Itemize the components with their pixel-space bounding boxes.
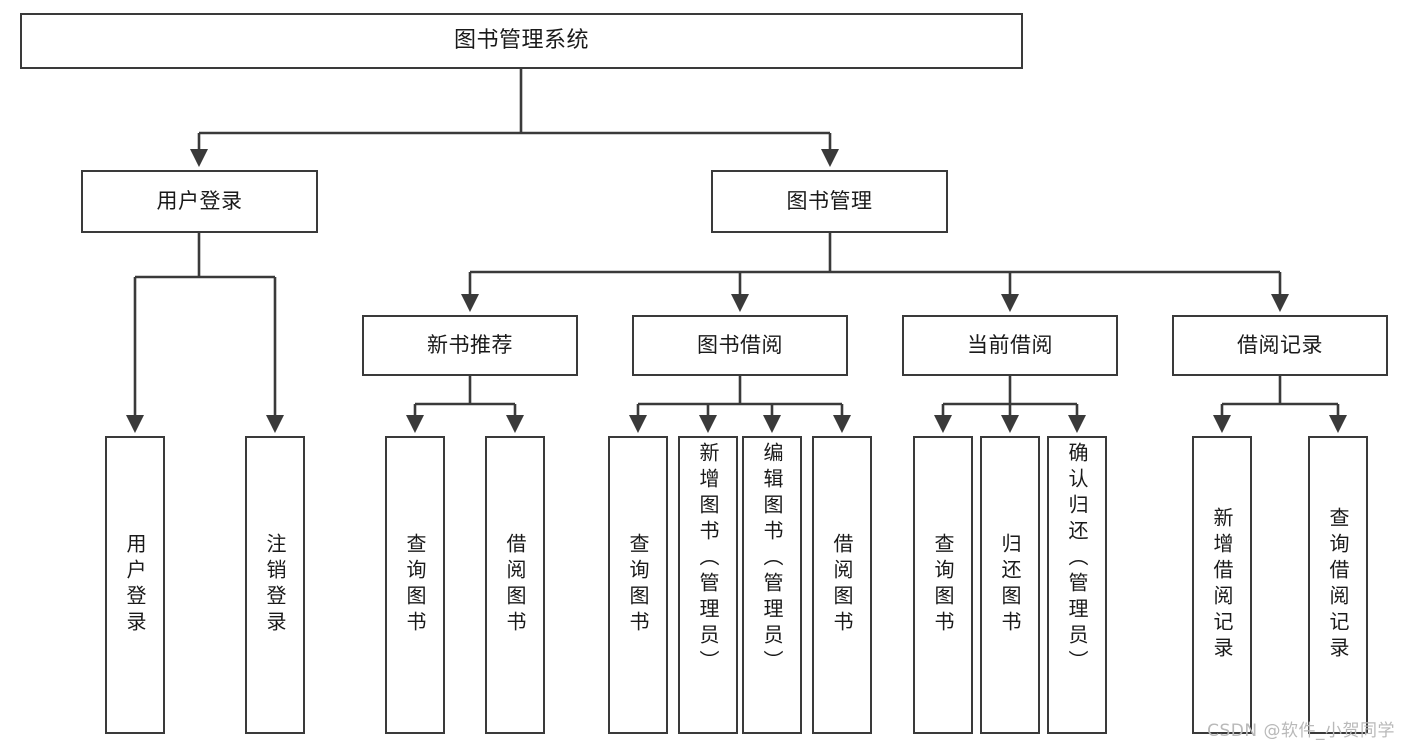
node-label: 图书借阅: [697, 333, 783, 358]
node-label: 查询图书: [626, 533, 650, 637]
node-user-login[interactable]: 用户登录: [81, 170, 318, 233]
node-label: 当前借阅: [967, 333, 1053, 358]
node-label: 借阅图书: [830, 533, 854, 637]
node-label: 编辑图书（管理员）: [760, 442, 784, 676]
node-label: 借阅图书: [503, 533, 527, 637]
leaf-query-book-borrow[interactable]: 查询图书: [608, 436, 668, 734]
node-label: 借阅记录: [1237, 333, 1323, 358]
node-new-book-recommend[interactable]: 新书推荐: [362, 315, 578, 376]
node-label: 新书推荐: [427, 333, 513, 358]
leaf-borrow-book-recommend[interactable]: 借阅图书: [485, 436, 545, 734]
node-label: 归还图书: [998, 533, 1022, 637]
leaf-query-book-current[interactable]: 查询图书: [913, 436, 973, 734]
node-label: 图书管理: [786, 189, 873, 214]
node-label: 图书管理系统: [453, 28, 589, 54]
node-label: 查询图书: [403, 533, 427, 637]
node-root-book-management-system[interactable]: 图书管理系统: [20, 13, 1023, 69]
leaf-logout-login[interactable]: 注销登录: [245, 436, 305, 734]
leaf-edit-book-admin[interactable]: 编辑图书（管理员）: [742, 436, 802, 734]
leaf-query-book-recommend[interactable]: 查询图书: [385, 436, 445, 734]
node-label: 查询图书: [931, 533, 955, 637]
node-label: 确认归还（管理员）: [1065, 442, 1089, 676]
leaf-return-book[interactable]: 归还图书: [980, 436, 1040, 734]
node-book-manage[interactable]: 图书管理: [711, 170, 948, 233]
node-label: 用户登录: [123, 533, 147, 637]
node-book-borrow[interactable]: 图书借阅: [632, 315, 848, 376]
leaf-query-borrow-record[interactable]: 查询借阅记录: [1308, 436, 1368, 734]
node-borrow-record[interactable]: 借阅记录: [1172, 315, 1388, 376]
node-label: 用户登录: [156, 189, 243, 214]
leaf-borrow-book-borrow[interactable]: 借阅图书: [812, 436, 872, 734]
node-label: 新增借阅记录: [1210, 507, 1234, 663]
node-label: 注销登录: [263, 533, 287, 637]
leaf-user-login[interactable]: 用户登录: [105, 436, 165, 734]
leaf-add-book-admin[interactable]: 新增图书（管理员）: [678, 436, 738, 734]
node-current-borrow[interactable]: 当前借阅: [902, 315, 1118, 376]
node-label: 新增图书（管理员）: [696, 442, 720, 676]
csdn-watermark: CSDN @软件_小贺同学: [1207, 721, 1395, 741]
leaf-confirm-return-admin[interactable]: 确认归还（管理员）: [1047, 436, 1107, 734]
node-label: 查询借阅记录: [1326, 507, 1350, 663]
leaf-add-borrow-record[interactable]: 新增借阅记录: [1192, 436, 1252, 734]
